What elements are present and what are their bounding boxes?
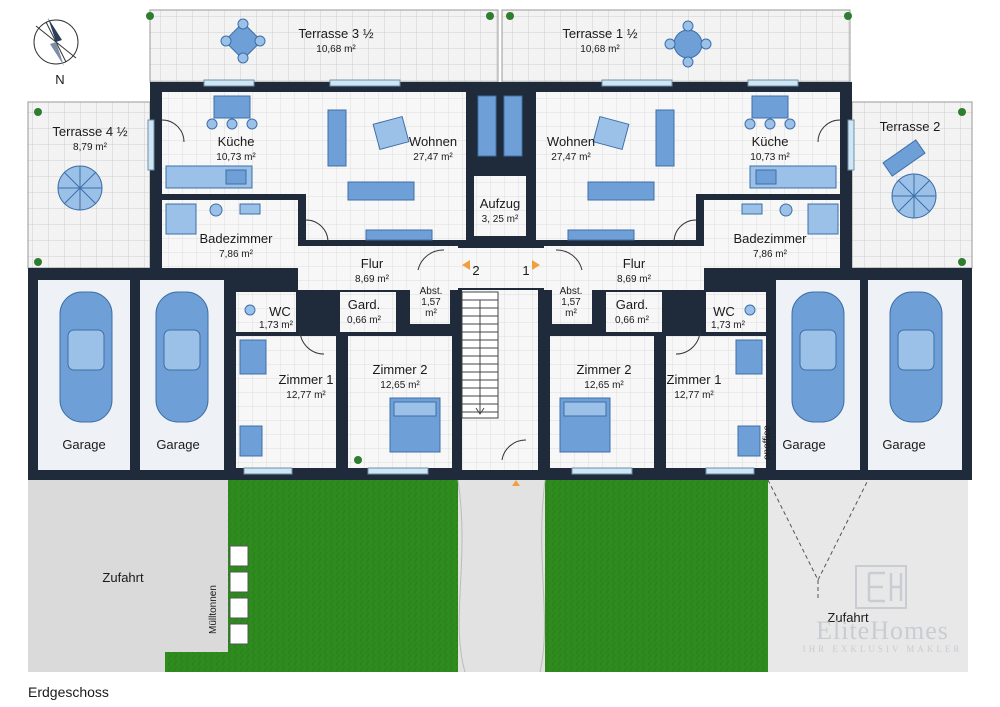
area-abst-left-1: 1,57 bbox=[421, 297, 441, 308]
label-abst-right: Abst. bbox=[560, 286, 583, 297]
room-flur-right bbox=[544, 246, 704, 290]
area-terrasse-4-5: 8,79 m² bbox=[73, 142, 108, 153]
entrance-marker-icon bbox=[512, 480, 520, 486]
room-abst-right bbox=[552, 284, 592, 324]
car-icon bbox=[791, 291, 845, 423]
label-terrasse-3-5: Terrasse 3 ½ bbox=[298, 26, 373, 41]
area-flur-right: 8,69 m² bbox=[617, 274, 652, 285]
label-zimmer2-right: Zimmer 2 bbox=[577, 362, 632, 377]
label-terrasse-1-5: Terrasse 1 ½ bbox=[562, 26, 637, 41]
area-abst-right-2: m² bbox=[565, 308, 577, 319]
terrace-3-5 bbox=[149, 9, 499, 83]
room-gard-right bbox=[606, 292, 662, 332]
driveway-right-lines bbox=[767, 479, 869, 600]
label-unit-1: 1 bbox=[522, 263, 529, 278]
label-unit-2: 2 bbox=[472, 263, 479, 278]
plant-icon bbox=[34, 12, 966, 464]
car-icon bbox=[155, 291, 209, 423]
sofa-icon bbox=[587, 109, 675, 201]
label-garage-4: Garage bbox=[882, 437, 925, 452]
marker-unit-2-icon bbox=[462, 260, 470, 270]
area-wohnen-left: 27,47 m² bbox=[413, 152, 453, 163]
label-zufahrt-left: Zufahrt bbox=[102, 570, 144, 585]
area-wc-left: 1,73 m² bbox=[259, 320, 294, 331]
area-gard-left: 0,66 m² bbox=[347, 315, 382, 326]
area-zimmer2-left: 12,65 m² bbox=[380, 380, 420, 391]
label-wohnen-right: Wohnen bbox=[547, 134, 595, 149]
onoffice-watermark: onoffice bbox=[762, 425, 773, 460]
label-bad-left: Badezimmer bbox=[200, 231, 274, 246]
dining-table-icon bbox=[206, 95, 258, 130]
label-zimmer1-right: Zimmer 1 bbox=[667, 372, 722, 387]
area-zimmer2-right: 12,65 m² bbox=[584, 380, 624, 391]
label-bad-right: Badezimmer bbox=[734, 231, 808, 246]
label-garage-2: Garage bbox=[156, 437, 199, 452]
area-gard-right: 0,66 m² bbox=[615, 315, 650, 326]
area-bad-right: 7,86 m² bbox=[753, 249, 788, 260]
area-kueche-right: 10,73 m² bbox=[750, 152, 790, 163]
area-wohnen-right: 27,47 m² bbox=[551, 152, 591, 163]
car-icon bbox=[889, 291, 943, 423]
area-abst-left-2: m² bbox=[425, 308, 437, 319]
area-zimmer1-right: 12,77 m² bbox=[674, 390, 714, 401]
brand-tagline: IHR EXKLUSIV MAKLER bbox=[802, 644, 963, 654]
room-abst-left bbox=[410, 284, 450, 324]
room-gard-left bbox=[340, 292, 396, 332]
label-flur-left: Flur bbox=[361, 256, 384, 271]
label-wc-left: WC bbox=[269, 304, 291, 319]
label-flur-right: Flur bbox=[623, 256, 646, 271]
dining-table-icon bbox=[744, 95, 796, 130]
label-gard-right: Gard. bbox=[616, 297, 649, 312]
area-bad-left: 7,86 m² bbox=[219, 249, 254, 260]
label-gard-left: Gard. bbox=[348, 297, 381, 312]
label-muelltonnen: Mülltonnen bbox=[208, 585, 219, 634]
label-abst-left: Abst. bbox=[420, 286, 443, 297]
area-aufzug: 3, 25 m² bbox=[482, 214, 519, 225]
label-zufahrt-right: Zufahrt bbox=[827, 610, 869, 625]
label-kueche-right: Küche bbox=[752, 134, 789, 149]
area-kueche-left: 10,73 m² bbox=[216, 152, 256, 163]
terrace-table-icon bbox=[220, 18, 266, 64]
brand-wordmark: EliteHomes IHR EXKLUSIV MAKLER bbox=[795, 616, 970, 654]
label-wohnen-left: Wohnen bbox=[409, 134, 457, 149]
room-wc-right bbox=[706, 292, 766, 332]
area-zimmer1-left: 12,77 m² bbox=[286, 390, 326, 401]
compass-label: N bbox=[55, 72, 64, 87]
footpath bbox=[458, 480, 545, 672]
driveway-left bbox=[28, 480, 228, 672]
parasol-icon bbox=[57, 165, 103, 211]
terrace-table-icon bbox=[664, 20, 712, 68]
area-terrasse-1-5: 10,68 m² bbox=[580, 44, 620, 55]
area-flur-left: 8,69 m² bbox=[355, 274, 390, 285]
marker-unit-1-icon bbox=[532, 260, 540, 270]
sofa-icon bbox=[327, 109, 415, 201]
bin-icon bbox=[229, 545, 249, 645]
label-aufzug: Aufzug bbox=[480, 196, 520, 211]
area-terrasse-3-5: 10,68 m² bbox=[316, 44, 356, 55]
label-terrasse-2: Terrasse 2 bbox=[880, 119, 941, 134]
area-abst-right-1: 1,57 bbox=[561, 297, 581, 308]
brand-name: EliteHomes bbox=[816, 616, 949, 645]
area-wc-right: 1,73 m² bbox=[711, 320, 746, 331]
label-terrasse-4-5: Terrasse 4 ½ bbox=[52, 124, 127, 139]
staircase bbox=[461, 291, 499, 419]
label-zimmer1-left: Zimmer 1 bbox=[279, 372, 334, 387]
label-garage-1: Garage bbox=[62, 437, 105, 452]
brand-logo-icon bbox=[855, 565, 907, 609]
room-aufzug bbox=[474, 176, 526, 236]
label-kueche-left: Küche bbox=[218, 134, 255, 149]
label-zimmer2-left: Zimmer 2 bbox=[373, 362, 428, 377]
label-garage-3: Garage bbox=[782, 437, 825, 452]
lawn-right bbox=[545, 480, 768, 672]
car-icon bbox=[59, 291, 113, 423]
compass-icon bbox=[33, 18, 79, 66]
floor-caption: Erdgeschoss bbox=[28, 684, 109, 700]
parasol-icon bbox=[891, 173, 937, 219]
label-wc-right: WC bbox=[713, 304, 735, 319]
